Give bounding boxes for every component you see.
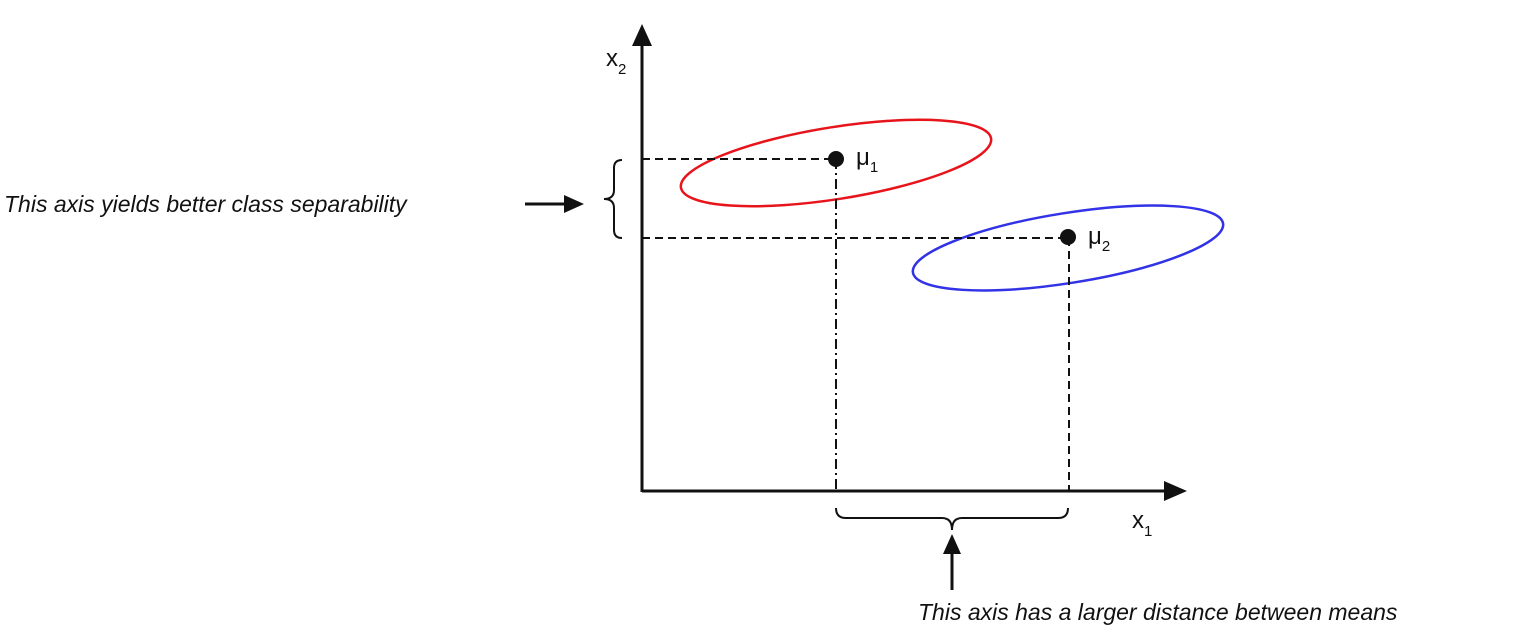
mean-2-label: μ2 [1088, 223, 1110, 255]
left-annotation-text: This axis yields better class separabili… [4, 191, 408, 217]
class-1-ellipse [679, 118, 993, 208]
class-2-ellipse [911, 204, 1225, 292]
mean-1-label: μ1 [856, 144, 878, 176]
x-axis-arrowhead [1164, 481, 1187, 501]
bottom-annotation-arrowhead [943, 534, 961, 554]
mean-1-point [828, 151, 844, 167]
y-separation-brace [603, 159, 623, 239]
x-separation-brace [835, 507, 1069, 531]
y-axis-label: x2 [606, 45, 626, 78]
left-annotation-arrowhead [564, 195, 584, 213]
bottom-annotation-text: This axis has a larger distance between … [918, 599, 1398, 625]
x-axis-label: x1 [1132, 507, 1152, 540]
mean-2-point [1060, 229, 1076, 245]
y-axis-arrowhead [632, 24, 652, 46]
